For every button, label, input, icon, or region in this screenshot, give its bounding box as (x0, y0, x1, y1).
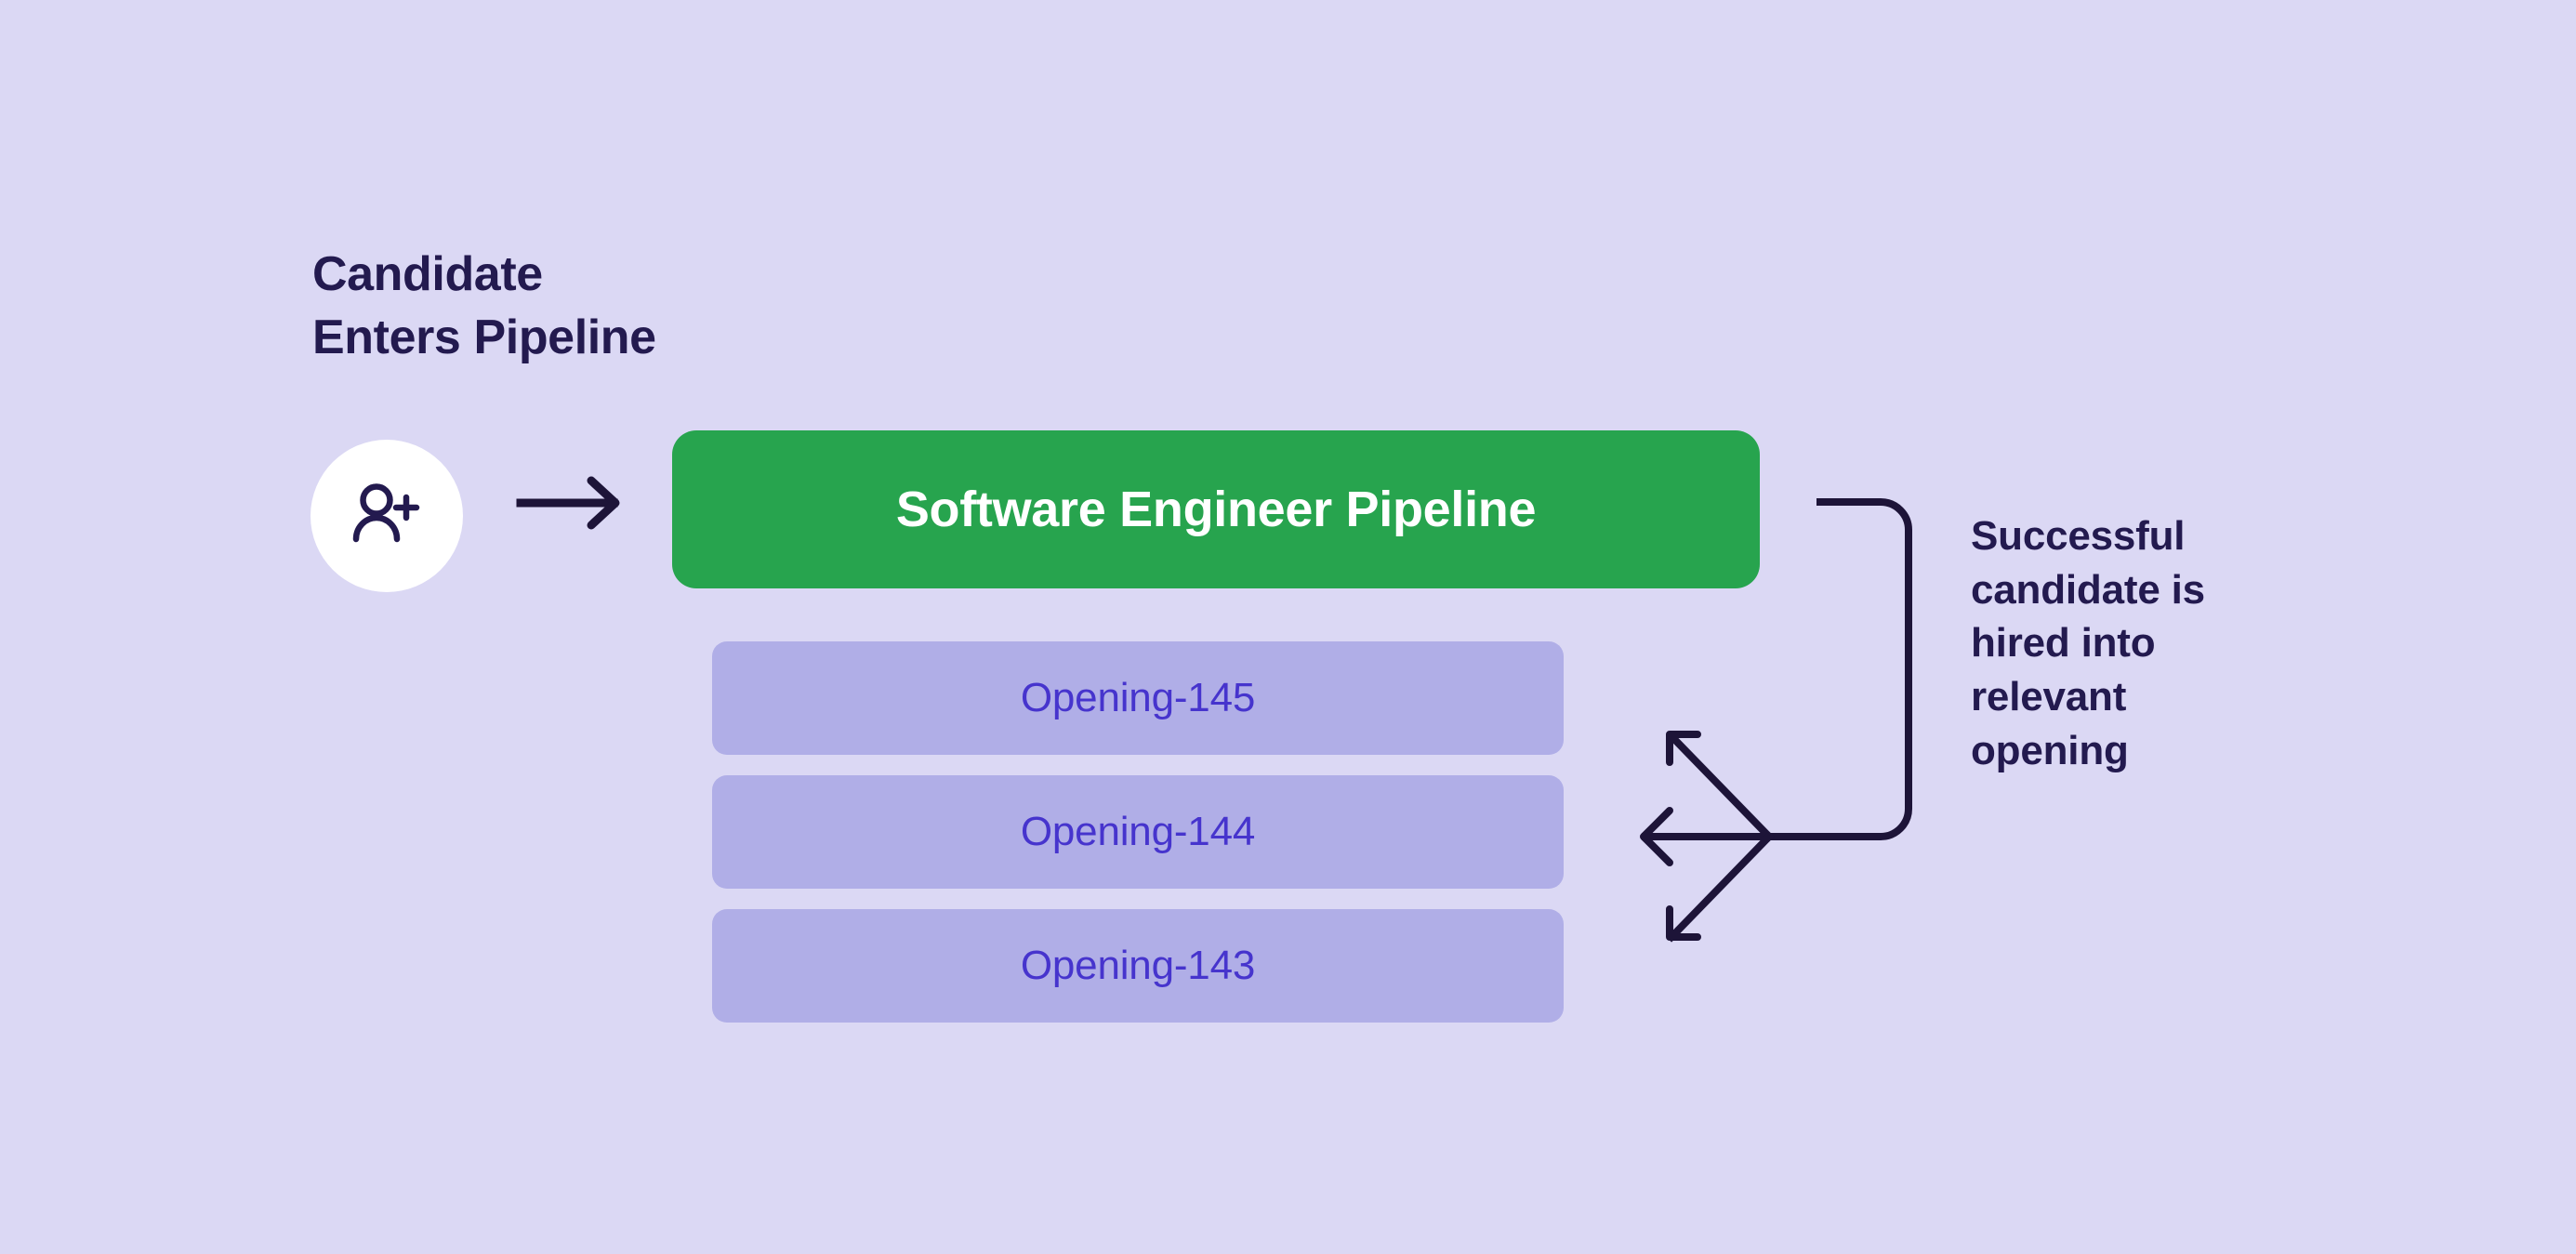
entry-heading: Candidate Enters Pipeline (312, 247, 656, 364)
arrow-right-icon (513, 472, 628, 534)
pipeline-bar[interactable]: Software Engineer Pipeline (672, 430, 1760, 588)
opening-row[interactable]: Opening-143 (712, 909, 1564, 1023)
opening-label: Opening-145 (1020, 675, 1256, 720)
opening-row[interactable]: Opening-145 (712, 641, 1564, 755)
openings-list: Opening-145 Opening-144 Opening-143 (712, 641, 1564, 1023)
opening-label: Opening-143 (1020, 943, 1256, 988)
person-add-icon (342, 471, 431, 561)
opening-row[interactable]: Opening-144 (712, 775, 1564, 889)
pipeline-label: Software Engineer Pipeline (895, 482, 1537, 537)
opening-label: Opening-144 (1020, 809, 1256, 854)
outcome-caption: Successful candidate is hired into relev… (1971, 513, 2205, 773)
candidate-avatar (310, 440, 463, 592)
